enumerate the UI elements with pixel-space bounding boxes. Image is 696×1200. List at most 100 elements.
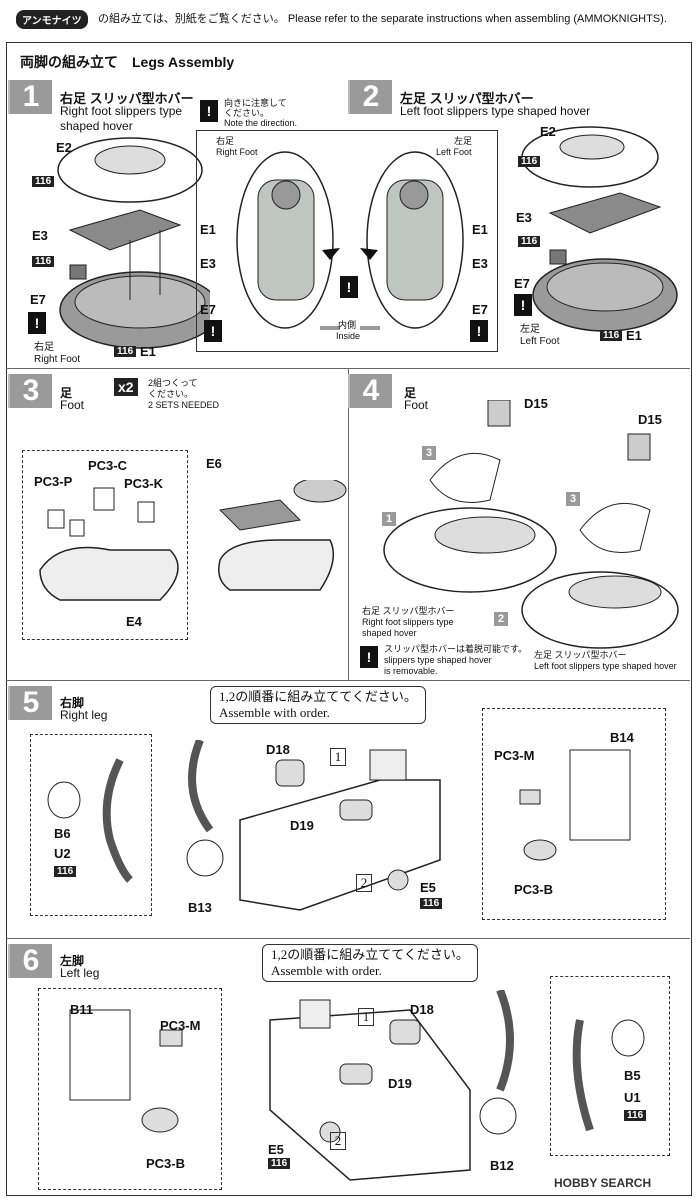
caution-icon: ! bbox=[200, 100, 218, 122]
foot-label-en: Left Foot bbox=[520, 336, 560, 347]
part-label: E3 bbox=[472, 256, 488, 271]
step5-right-detail bbox=[482, 708, 666, 920]
paint-code-badge: 116 bbox=[114, 346, 137, 357]
row-divider bbox=[6, 938, 690, 939]
part-label: E4 bbox=[126, 614, 142, 629]
callout-jp: 1,2の順番に組み立ててください。 bbox=[219, 689, 417, 704]
step-number-3: 3 bbox=[10, 374, 52, 408]
row-divider bbox=[6, 680, 690, 681]
step6-title-jp: 左脚 bbox=[60, 954, 85, 968]
step5-left-detail bbox=[30, 734, 152, 916]
part-label: E7 bbox=[472, 302, 488, 317]
step4-diagram bbox=[383, 400, 679, 649]
removable-en2: is removable. bbox=[384, 666, 438, 676]
step-number-6: 6 bbox=[10, 944, 52, 978]
paint-code-badge: 116 bbox=[54, 866, 77, 877]
right-hover-en2: shaped hover bbox=[362, 628, 417, 638]
direction-note-en: Note the direction. bbox=[224, 118, 298, 128]
step-ref-badge: 1 bbox=[382, 512, 397, 526]
paint-code-badge: 116 bbox=[420, 898, 443, 909]
part-label: D15 bbox=[638, 412, 662, 427]
part-label: PC3-M bbox=[494, 748, 535, 763]
col-divider bbox=[348, 368, 349, 680]
part-label: E3 bbox=[516, 210, 532, 225]
step6-diagram bbox=[69, 990, 645, 1181]
part-label: B13 bbox=[188, 900, 212, 915]
step5-title-jp: 右脚 bbox=[60, 696, 85, 710]
sets-en: 2 SETS NEEDED bbox=[148, 400, 220, 410]
part-label: U2 bbox=[54, 846, 71, 861]
paint-code-badge: 116 bbox=[518, 156, 541, 167]
caution-icon: ! bbox=[514, 294, 532, 316]
part-label: PC3-P bbox=[34, 474, 73, 489]
part-label: B12 bbox=[490, 1158, 514, 1173]
part-label: E5 bbox=[420, 880, 436, 895]
part-label: E1 bbox=[200, 222, 216, 237]
foot-label-jp: 右足 bbox=[34, 342, 54, 353]
brand-tag: アンモナイツ bbox=[16, 10, 88, 29]
part-label: PC3-M bbox=[160, 1018, 201, 1033]
step2-title-en: Left foot slippers type shaped hover bbox=[400, 104, 591, 118]
part-label: E7 bbox=[200, 302, 216, 317]
inside-jp: 内側 bbox=[338, 320, 357, 330]
step3-diagram bbox=[39, 480, 347, 601]
part-label: B11 bbox=[70, 1002, 94, 1017]
step6-left-detail bbox=[38, 988, 222, 1190]
step-ref-badge: 2 bbox=[494, 612, 509, 626]
part-label: E3 bbox=[200, 256, 216, 271]
part-label: U1 bbox=[624, 1090, 641, 1105]
part-label: E1 bbox=[626, 328, 642, 343]
part-label: PC3-K bbox=[124, 476, 164, 491]
part-label: B5 bbox=[624, 1068, 641, 1083]
part-label: D19 bbox=[388, 1076, 412, 1091]
right-hover-jp: 右足 スリッパ型ホバー bbox=[362, 606, 455, 616]
orientation-diagram bbox=[236, 151, 464, 330]
paint-code-badge: 116 bbox=[600, 330, 623, 341]
step2-diagram bbox=[521, 126, 678, 332]
paint-code-badge: 116 bbox=[268, 1158, 291, 1169]
removable-jp: スリッパ型ホバーは着脱可能です。 bbox=[384, 644, 528, 654]
part-label: B14 bbox=[610, 730, 634, 745]
direction-note-jp: 向きに注意して bbox=[224, 98, 287, 108]
orientation-box bbox=[196, 130, 498, 352]
step6-title-en: Left leg bbox=[60, 966, 100, 980]
assembly-order-callout: 1,2の順番に組み立ててください。 Assemble with order. bbox=[210, 686, 426, 724]
step-ref-badge: 3 bbox=[422, 446, 437, 460]
part-label: E7 bbox=[514, 276, 530, 291]
order-marker-2: 2 bbox=[356, 874, 372, 892]
step-number-5: 5 bbox=[10, 686, 52, 720]
step4-title-en: Foot bbox=[404, 398, 429, 412]
left-hover-en: Left foot slippers type shaped hover bbox=[534, 661, 677, 671]
sets-jp2: ください。 bbox=[148, 389, 194, 399]
inside-en: Inside bbox=[336, 331, 361, 341]
caution-icon: ! bbox=[340, 276, 358, 298]
paint-code-badge: 116 bbox=[624, 1110, 647, 1121]
foot-label-jp: 左足 bbox=[520, 324, 540, 335]
step3-title-jp: 足 bbox=[60, 386, 73, 400]
step3-detail-box bbox=[22, 450, 188, 640]
left-foot-en: Left Foot bbox=[436, 147, 472, 157]
left-hover-jp: 左足 スリッパ型ホバー bbox=[534, 650, 627, 660]
sets-jp: 2組つくって bbox=[148, 378, 198, 388]
step4-title-jp: 足 bbox=[404, 386, 417, 400]
step-number-2: 2 bbox=[350, 80, 392, 114]
step3-title-en: Foot bbox=[60, 398, 85, 412]
part-label: E1 bbox=[140, 344, 156, 359]
paint-code-badge: 116 bbox=[32, 176, 55, 187]
section-title: 両脚の組み立て Legs Assembly bbox=[20, 54, 235, 70]
step2-title-jp: 左足 スリッパ型ホバー bbox=[400, 91, 534, 106]
part-label: PC3-C bbox=[88, 458, 128, 473]
part-label: PC3-B bbox=[514, 882, 554, 897]
part-label: E2 bbox=[56, 140, 72, 155]
step-number-4: 4 bbox=[350, 374, 392, 408]
foot-label-en: Right Foot bbox=[34, 354, 81, 365]
part-label: B6 bbox=[54, 826, 71, 841]
step1-diagram bbox=[57, 137, 210, 349]
part-label: E3 bbox=[32, 228, 48, 243]
main-frame bbox=[6, 42, 692, 1196]
multiplier-badge: x2 bbox=[114, 378, 138, 396]
callout-en: Assemble with order. bbox=[219, 705, 330, 720]
right-foot-en: Right Foot bbox=[216, 147, 258, 157]
caution-icon: ! bbox=[360, 646, 378, 668]
part-label: D15 bbox=[524, 396, 548, 411]
